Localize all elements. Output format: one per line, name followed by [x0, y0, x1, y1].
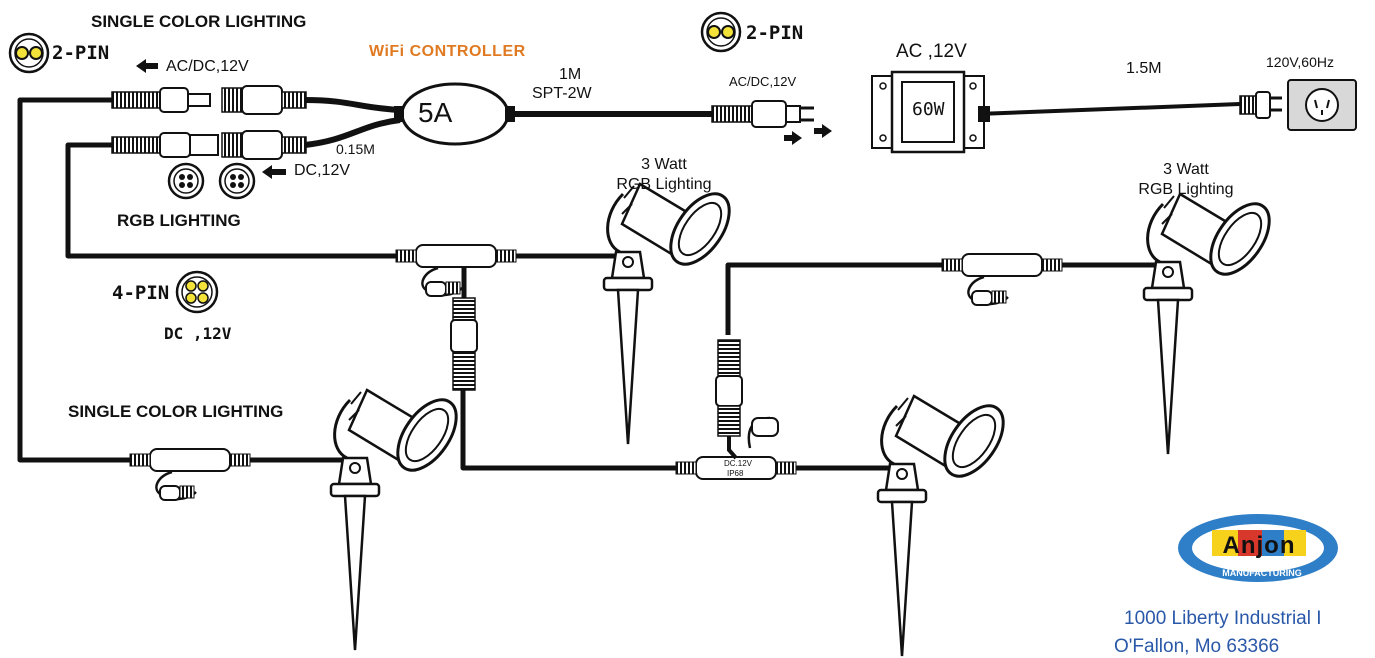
2-pin-connector-icon: [8, 32, 50, 74]
label-cable-1-5m: 1.5M: [1126, 60, 1162, 77]
plug-icon: [1239, 91, 1282, 119]
label-spt2w: SPT-2W: [532, 85, 592, 102]
label-mains: 120V,60Hz: [1266, 54, 1334, 70]
label-cable-1m: 1M: [559, 66, 582, 83]
arrow-icon: [814, 124, 832, 138]
connector-set-left: [111, 85, 307, 160]
logo-subtitle: MANUFACTURING: [1222, 568, 1302, 578]
4-pin-connector-icon: [175, 270, 219, 314]
power-adapter-icon: [871, 70, 990, 154]
4-pin-connector-icon: [167, 162, 205, 200]
vertical-connector-left: [450, 297, 478, 391]
label-0-15m: 0.15M: [336, 141, 375, 157]
cap-icon: [747, 416, 779, 449]
label-2pin-top: 2-PIN: [746, 22, 804, 44]
label-dc12v-arrow: DC,12V: [294, 162, 351, 179]
cable-controller-left: [304, 97, 401, 113]
cap-icon: [155, 470, 198, 502]
cable-rgb-left: [65, 142, 410, 259]
label-dc12v-4pin: DC ,12V: [164, 324, 232, 343]
label-single-color-bottom: SINGLE COLOR LIGHTING: [68, 402, 284, 421]
t-connector-icon: [395, 244, 517, 268]
arrow-icon: [784, 131, 802, 145]
label-rgb-lamp-1-type: RGB Lighting: [616, 176, 712, 193]
label-single-color-top: SINGLE COLOR LIGHTING: [91, 12, 307, 31]
spot-light-icon: [1142, 192, 1283, 456]
connector-controller-right: [711, 100, 814, 128]
arrow-icon: [136, 59, 158, 73]
2-pin-connector-icon: [700, 11, 742, 53]
label-rgb-lamp-2-watt: 3 Watt: [1163, 161, 1209, 178]
anjon-logo: Anjon MANUFACTURING: [1178, 514, 1338, 582]
cable-tee-drop: [460, 390, 682, 471]
vertical-connector-right: [715, 339, 743, 460]
4-pin-connector-icon: [218, 162, 256, 200]
logo-wordmark: Anjon: [1223, 532, 1296, 559]
address-line-1: 1000 Liberty Industrial I: [1124, 608, 1322, 629]
cables: [17, 97, 1241, 471]
t-connector-icon: [129, 448, 251, 472]
cable-single-color-left: [17, 97, 140, 463]
arrows: [136, 59, 832, 179]
cap-icon: [421, 266, 464, 298]
label-acdc-right: AC/DC,12V: [729, 74, 797, 89]
wifi-controller: [394, 82, 515, 146]
arrow-icon: [262, 165, 286, 179]
wall-outlet-icon: [1287, 79, 1357, 131]
label-rgb-lamp-1-watt: 3 Watt: [641, 156, 687, 173]
spot-light-icon: [329, 388, 470, 652]
spot-light-icon: [876, 394, 1017, 657]
controller-rating: 5A: [418, 97, 453, 128]
label-4pin: 4-PIN: [112, 282, 170, 304]
label-rgb-lighting: RGB LIGHTING: [117, 211, 241, 230]
cap-icon: [967, 275, 1010, 307]
tee-ip68-label: IP68: [727, 469, 744, 478]
adapter-watt: 60W: [912, 99, 945, 120]
label-acdc-left: AC/DC,12V: [166, 58, 249, 75]
cable-adapter-mains: [977, 102, 1241, 116]
address-line-2: O'Fallon, Mo 63366: [1114, 636, 1280, 657]
label-wifi-controller: WiFi CONTROLLER: [369, 43, 526, 60]
label-ac12v: AC ,12V: [896, 41, 967, 62]
t-connector-icon: [941, 253, 1063, 277]
tee-dc12v-label: DC.12V: [724, 459, 753, 468]
label-2pin-left: 2-PIN: [52, 42, 110, 64]
label-rgb-lamp-2-type: RGB Lighting: [1138, 181, 1234, 198]
